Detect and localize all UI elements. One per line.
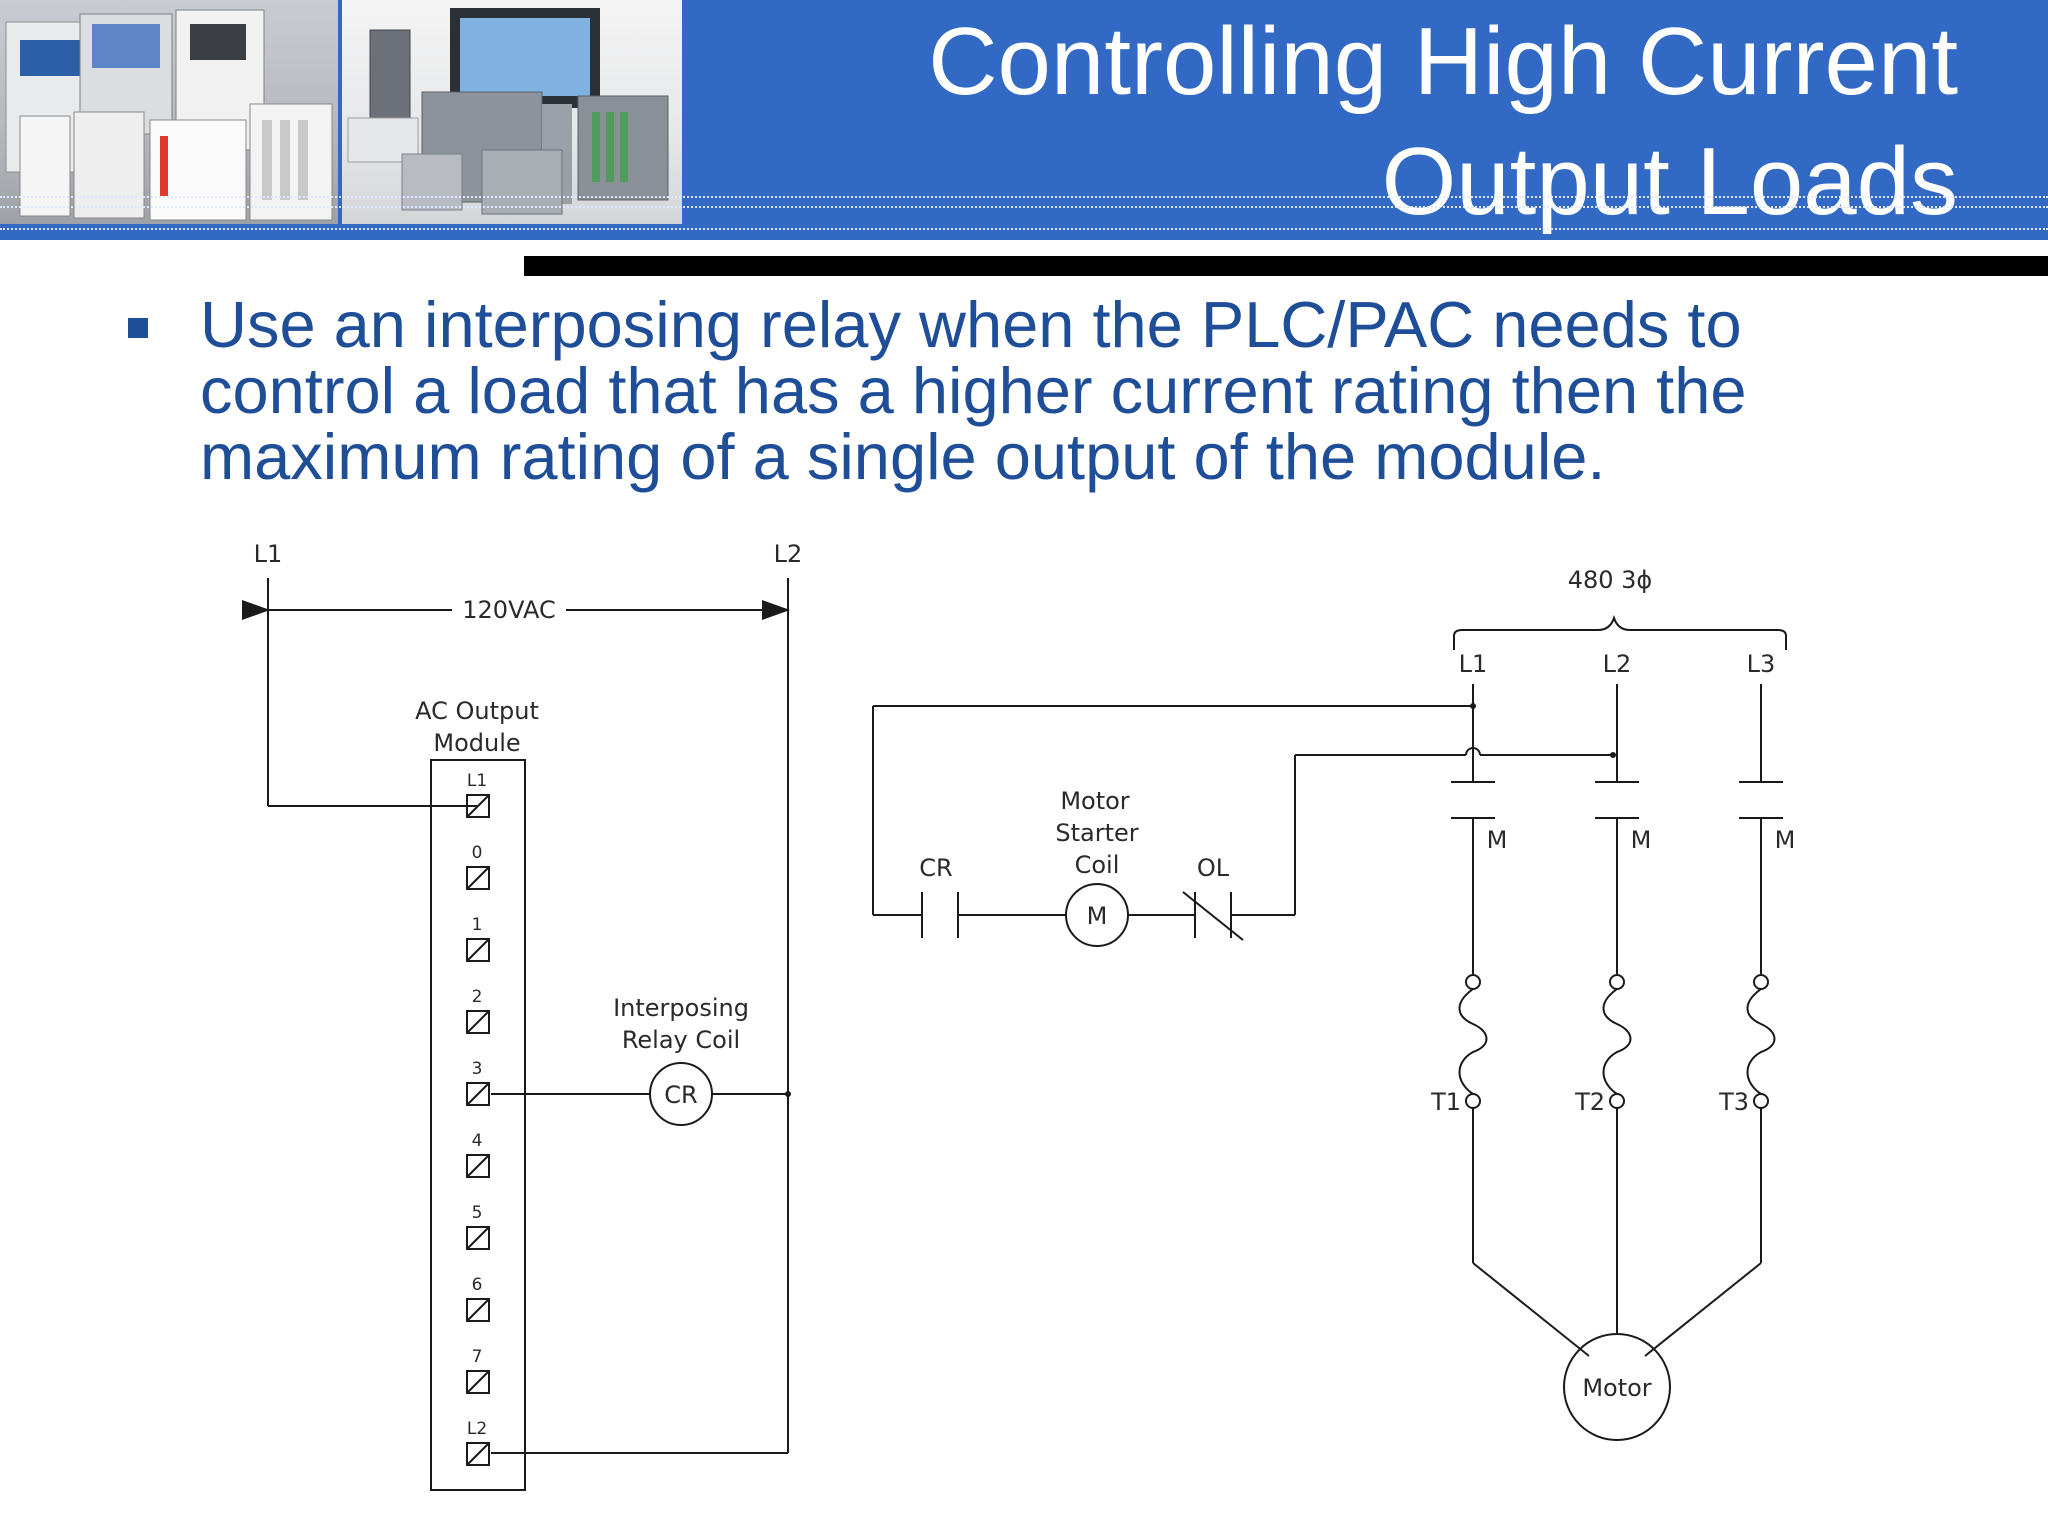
relay-label: Relay Coil (622, 1026, 740, 1054)
terminal-label: 0 (472, 843, 483, 863)
terminal-label: 1 (472, 915, 483, 935)
overload-terminal (1465, 974, 1481, 990)
terminal-screw-slot (466, 1370, 490, 1394)
motor-terminal-label: T3 (1718, 1088, 1749, 1116)
ol-label: OL (1197, 854, 1230, 882)
motor-terminal-label: T2 (1574, 1088, 1605, 1116)
cr-contact-label: CR (919, 854, 952, 882)
overload-terminal (1753, 974, 1769, 990)
terminal-screw-slot (466, 1010, 490, 1034)
module-label: AC Output (415, 697, 539, 725)
motor-lead (1644, 1262, 1762, 1357)
bullet-text: Use an interposing relay when the PLC/PA… (200, 288, 1747, 493)
terminal-label: 7 (472, 1347, 483, 1367)
module-label: Module (433, 729, 520, 757)
voltage-label: 120VAC (462, 596, 555, 624)
overload-heater (1746, 988, 1776, 1095)
ol-contact-slash (1182, 891, 1244, 941)
motor-terminal (1609, 1093, 1625, 1109)
terminal-screw (466, 938, 490, 962)
terminal-screw (466, 1442, 490, 1466)
motor-lead (1472, 1262, 1590, 1357)
motor (1563, 1333, 1671, 1441)
module-terminals: L1 0 1 2 3 4 5 6 7L2 (466, 771, 490, 1466)
header-divider (0, 228, 2048, 230)
terminal-screw-slot (466, 1226, 490, 1250)
phase-lines: L1M T1 L2M T2 L3M T3 (1430, 650, 1795, 1263)
overload-terminal (1609, 974, 1625, 990)
supply-label: 480 3ϕ (1568, 566, 1653, 594)
motor-control-rung: CR M Motor Starter Coil OL (872, 703, 1616, 947)
phase-label: L2 (1603, 650, 1632, 678)
terminal-label: L2 (467, 1419, 487, 1439)
supply-brace (1453, 614, 1787, 650)
phase-label: L1 (1459, 650, 1488, 678)
terminal-screw-slot (466, 1442, 490, 1466)
terminal-screw-slot (466, 938, 490, 962)
coil-label: Coil (1075, 851, 1120, 879)
ac-output-module (430, 759, 526, 1491)
relay-coil-symbol: CR (664, 1081, 697, 1109)
m-contact-label: M (1487, 826, 1508, 854)
plc-modules-photo (342, 0, 682, 224)
terminal-label: 2 (472, 987, 483, 1007)
terminal-screw-slot (466, 1082, 490, 1106)
terminal-screw-slot (466, 794, 490, 818)
coil-label: Starter (1055, 819, 1138, 847)
m-contact-label: M (1775, 826, 1796, 854)
interposing-relay-coil (649, 1062, 713, 1126)
motor-label: Motor (1582, 1374, 1651, 1402)
terminal-label: 4 (472, 1131, 483, 1151)
phase-label: L3 (1747, 650, 1776, 678)
terminal-screw-slot (466, 866, 490, 890)
slide-header: Controlling High Current Output Loads (0, 0, 2048, 240)
terminal-screw (466, 1010, 490, 1034)
bullet-marker (128, 318, 148, 338)
plc-hardware-photo (0, 0, 338, 224)
terminal-screw-slot (466, 1298, 490, 1322)
l1-label: L1 (254, 540, 283, 568)
motor-terminal-label: T1 (1430, 1088, 1461, 1116)
coil-symbol: M (1087, 902, 1108, 930)
power-circuit: 480 3ϕ L1M T1 L2M T2 L3M T3 Motor (1430, 566, 1795, 1441)
terminal-screw (466, 794, 490, 818)
terminal-label: 3 (472, 1059, 483, 1079)
junction-dot (785, 1091, 791, 1097)
motor-terminal (1753, 1093, 1769, 1109)
header-divider (0, 206, 2048, 208)
l2-label: L2 (774, 540, 803, 568)
terminal-screw (466, 1298, 490, 1322)
header-divider (0, 196, 2048, 198)
terminal-label: 5 (472, 1203, 483, 1223)
relay-label: Interposing (613, 994, 749, 1022)
terminal-screw (466, 1082, 490, 1106)
plc-output-circuit: L1 L2 120VAC AC Output Module L1 0 1 2 3 4 5 6 7… (242, 540, 803, 1491)
junction-dot (1610, 752, 1616, 758)
slide-title: Controlling High Current Output Loads (928, 8, 1958, 235)
header-accent-bar (524, 256, 2048, 276)
terminal-screw (466, 1154, 490, 1178)
m-contact-label: M (1631, 826, 1652, 854)
terminal-screw-slot (466, 1154, 490, 1178)
terminal-screw (466, 866, 490, 890)
coil-label: Motor (1060, 787, 1129, 815)
overload-heater (1458, 988, 1488, 1095)
motor-terminal (1465, 1093, 1481, 1109)
terminal-screw (466, 1370, 490, 1394)
terminal-label: 6 (472, 1275, 483, 1295)
terminal-label: L1 (467, 771, 487, 791)
overload-heater (1602, 988, 1632, 1095)
terminal-screw (466, 1226, 490, 1250)
